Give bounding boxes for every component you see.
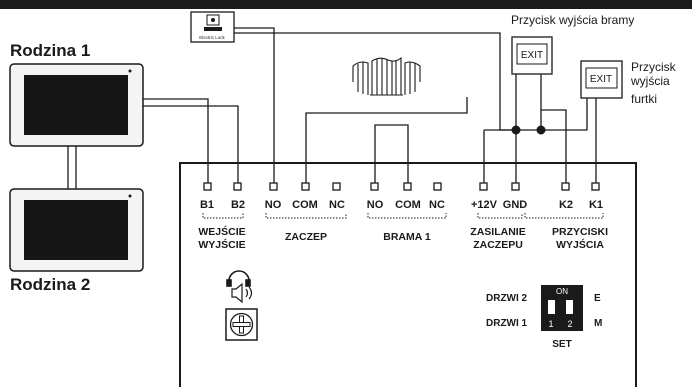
volume-potentiometer[interactable] [225,308,258,341]
terminal-b2: B2 [231,199,245,211]
terminal-blocks [203,182,600,191]
exit-button-gate[interactable]: EXIT [511,36,553,75]
monitor-family1-screen [24,75,128,135]
terminal-k1: K1 [589,199,603,211]
monitor-link [67,146,77,189]
terminal-b1: B1 [200,199,214,211]
monitor-family2-screen [24,200,128,260]
control-board [179,162,637,387]
family1-label: Rodzina 1 [10,41,90,60]
terminal-12v: +12V [471,199,498,211]
exit-wicket-label-line3: furtki [631,92,657,106]
group-lock: ZACZEP [285,231,327,243]
group-gate: BRAMA 1 [383,231,431,243]
group-power-line1: ZASILANIE [470,226,525,238]
group-input-line2: WYJŚCIE [198,238,245,251]
dip-door1: DRZWI 1 [486,318,528,329]
electric-lock-caption: Electric Lock [199,35,225,40]
volume-icon [226,270,253,304]
dip-door2: DRZWI 2 [486,293,528,304]
terminal-lock-nc: NC [329,199,345,211]
group-power-line2: ZACZEPU [473,239,523,251]
group-exit-line1: PRZYCISKI [552,226,608,238]
terminal-lock-com: COM [292,199,318,211]
lock-wire [234,27,275,185]
terminal-gate-nc: NC [429,199,445,211]
terminal-gate-no: NO [367,199,384,211]
exit-wicket-label-line2: wyjścia [630,74,670,88]
exit-button-wicket[interactable]: EXIT [580,60,623,99]
gnd-junction [511,125,521,135]
monitor-family1 [9,63,144,147]
group-input-line1: WEJŚCIE [198,225,245,238]
dip-m: M [594,318,602,329]
gate-wires [305,97,468,185]
group-exit-line2: WYJŚCIA [556,238,604,251]
terminal-gate-com: COM [395,199,421,211]
terminal-gnd: GND [503,199,528,211]
exit-wicket-text: EXIT [590,74,612,85]
dip-set: SET [552,339,571,350]
dip-switch1-label: 1 [548,319,553,329]
exit-gate-text: EXIT [521,50,543,61]
terminal-k2: K2 [559,199,573,211]
group-brackets [202,213,604,219]
exit-gate-label: Przycisk wyjścia bramy [511,13,634,27]
exit-wicket-label-line1: Przycisk [631,60,677,74]
dip-on-label: ON [556,287,568,296]
dip-e: E [594,293,601,304]
top-bar [0,0,692,9]
dip-switch[interactable]: ON 1 2 [541,285,583,331]
bus-wires [143,98,239,185]
gate-icon [352,56,421,96]
monitor-family2 [9,188,144,272]
dip-switch2-label: 2 [567,319,572,329]
family2-label: Rodzina 2 [10,275,90,294]
gnd-junction-2 [536,125,546,135]
electric-lock: Electric Lock [190,11,235,43]
terminal-lock-no: NO [265,199,282,211]
